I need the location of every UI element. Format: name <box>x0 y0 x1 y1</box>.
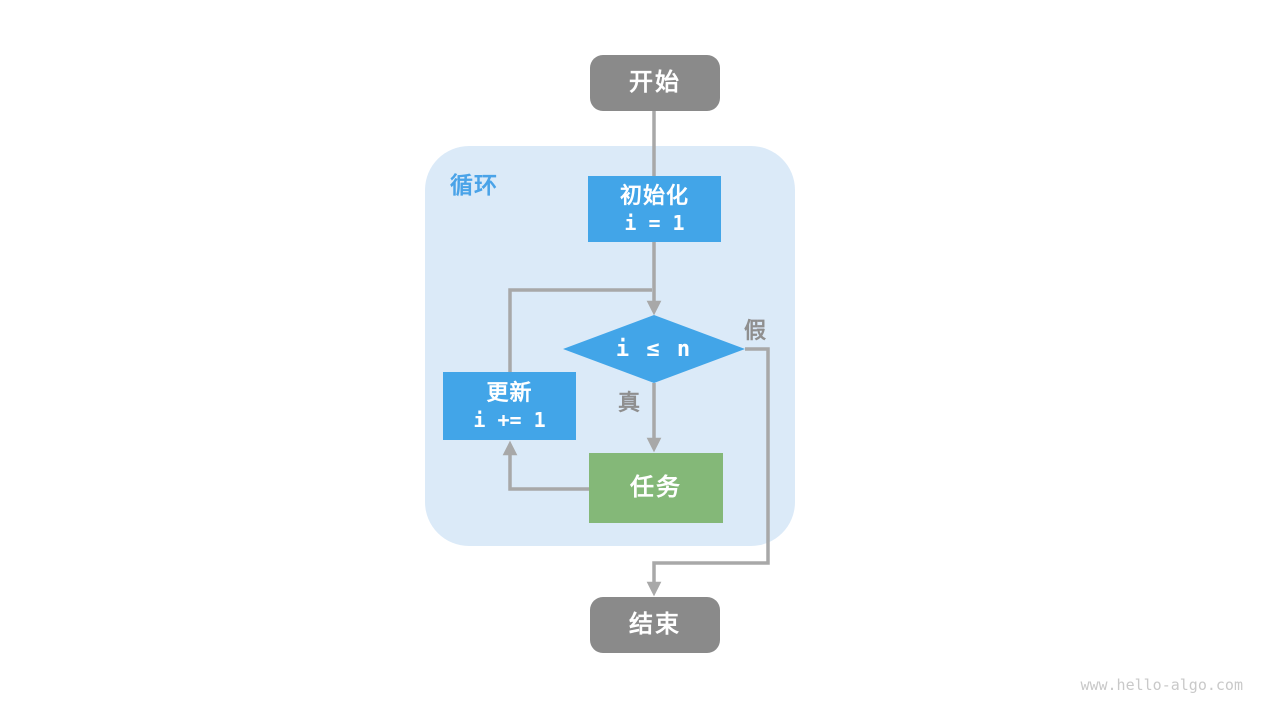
condition-node-code: i ≤ n <box>615 336 693 362</box>
init-node-title: 初始化 <box>619 182 689 208</box>
task-node-label: 任务 <box>630 474 682 501</box>
loop-scope-label: 循环 <box>450 172 498 198</box>
update-node-code: i += 1 <box>473 408 546 433</box>
init-node: 初始化 i = 1 <box>588 176 721 242</box>
start-node-label: 开始 <box>629 69 681 96</box>
init-node-code: i = 1 <box>624 211 685 236</box>
edge-task-to-update <box>502 440 589 491</box>
update-node: 更新 i += 1 <box>443 372 576 440</box>
condition-diamond-shape <box>563 315 745 383</box>
edge-update-to-condition-merge <box>508 288 652 373</box>
task-node: 任务 <box>589 453 723 523</box>
end-node-label: 结束 <box>629 611 681 638</box>
branch-label-true: 真 <box>617 390 640 415</box>
site-watermark: www.hello-algo.com <box>1080 676 1243 694</box>
end-node: 结束 <box>590 597 720 653</box>
update-node-title: 更新 <box>486 379 533 405</box>
branch-label-false: 假 <box>743 318 766 343</box>
edge-condition-false-to-end <box>646 347 770 597</box>
start-node: 开始 <box>590 55 720 111</box>
